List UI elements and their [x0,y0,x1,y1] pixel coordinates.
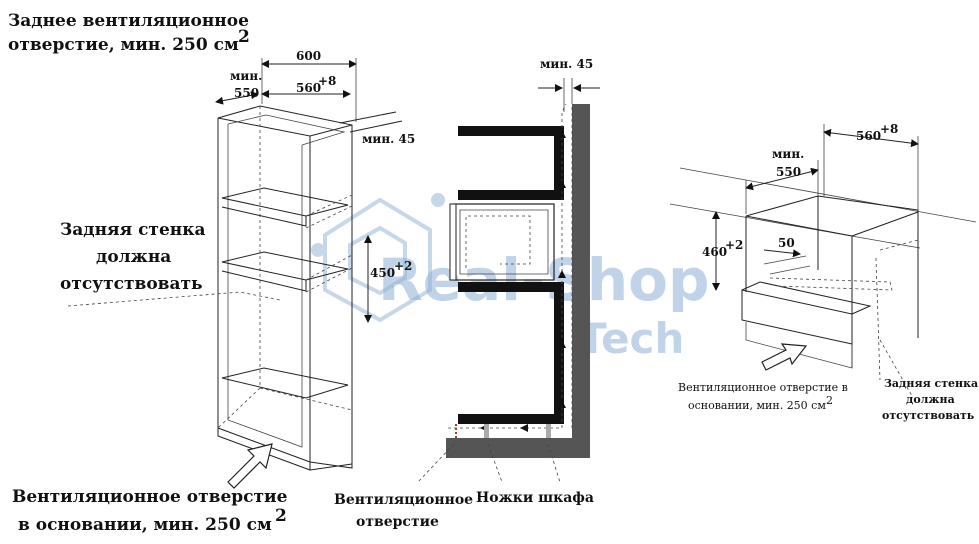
right-dim-560-sup: +8 [880,122,898,136]
left-cabinet-drawing: 600 560 +8 мин. 550 мин. 45 450 +2 [67,49,415,489]
left-title-line1: Заднее вентиляционное [8,11,249,31]
middle-vent-label-line1: Вентиляционное [334,492,473,508]
watermark-logo-icon [311,193,445,323]
right-vent-label-line2: основании, мин. 250 см [688,399,826,412]
watermark-text-line2: Tech [578,314,684,363]
right-back-wall-line2: должна [906,393,955,406]
middle-section-drawing [417,78,600,483]
middle-vent-label-line2: отверстие [356,514,439,530]
right-dim-50: 50 [778,236,795,250]
left-back-wall-line2: должна [96,247,171,267]
left-back-wall-line1: Задняя стенка [60,220,206,240]
left-dim-450-sup: +2 [394,259,412,273]
middle-dim-min45: мин. 45 [540,57,593,71]
right-niche-drawing: 560 +8 мин. 550 460 +2 50 [669,122,977,397]
right-dim-460: 460 [702,245,727,259]
right-dim-min-label: мин. [772,147,804,161]
right-dim-460-sup: +2 [725,238,743,252]
left-bottom-sup: 2 [275,506,287,526]
right-vent-sup: 2 [826,394,833,407]
watermark: Real-Shop Tech [311,193,710,363]
left-dim-450: 450 [370,266,395,280]
left-title-sup: 2 [238,27,250,47]
wall-shape [446,104,590,458]
middle-legs-label: Ножки шкафа [476,490,594,506]
right-dim-560: 560 [856,129,881,143]
left-title-line2: отверстие, мин. 250 см [8,35,239,55]
right-vent-label-line1: Вентиляционное отверстие в [678,381,848,394]
left-vent-arrow-icon [227,443,273,489]
left-dim-560-sup: +8 [318,74,336,88]
right-vent-arrow-icon [761,343,808,371]
right-back-wall-line3: отсутствовать [882,409,975,422]
left-dim-550: 550 [234,86,259,100]
left-dim-600: 600 [296,49,321,63]
left-bottom-line1: Вентиляционное отверстие [12,487,288,507]
right-back-wall-line1: Задняя стенка [884,377,978,390]
right-dim-550: 550 [776,165,801,179]
left-dim-min-label: мин. [230,69,262,83]
left-back-wall-line3: отсутствовать [60,274,203,294]
left-dim-min45: мин. 45 [362,132,415,146]
left-dim-560: 560 [296,81,321,95]
left-bottom-line2: в основании, мин. 250 см [18,515,272,535]
